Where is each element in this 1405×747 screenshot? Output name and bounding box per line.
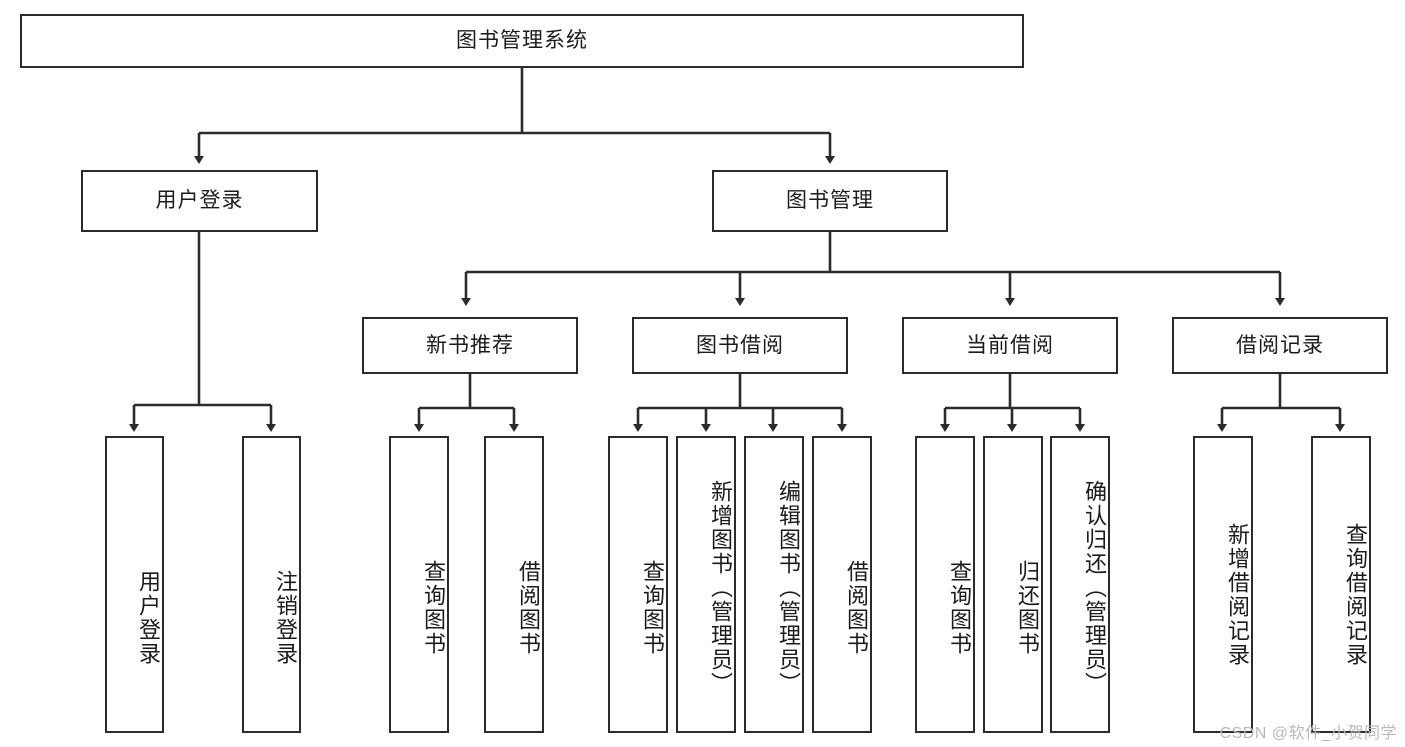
leaf-confirm-return-admin[interactable]: 确认归还（管理员） (1050, 436, 1110, 733)
node-label: 注销登录 (273, 569, 298, 666)
node-borrow-record[interactable]: 借阅记录 (1172, 317, 1388, 374)
node-label: 查询图书 (640, 559, 665, 656)
leaf-query-book-1[interactable]: 查询图书 (389, 436, 449, 733)
node-label: 图书管理系统 (456, 29, 588, 53)
node-label: 查询借阅记录 (1343, 522, 1368, 667)
node-label: 图书管理 (786, 189, 874, 213)
leaf-query-borrow-record[interactable]: 查询借阅记录 (1311, 436, 1371, 733)
leaf-add-book-admin[interactable]: 新增图书（管理员） (676, 436, 736, 733)
node-label: 用户登录 (136, 569, 161, 666)
leaf-query-book-2[interactable]: 查询图书 (608, 436, 668, 733)
leaf-borrow-book-1[interactable]: 借阅图书 (484, 436, 544, 733)
leaf-return-book[interactable]: 归还图书 (983, 436, 1043, 733)
node-user-login[interactable]: 用户登录 (81, 170, 318, 232)
node-label: 借阅记录 (1236, 333, 1324, 357)
leaf-add-borrow-record[interactable]: 新增借阅记录 (1193, 436, 1253, 733)
node-current-borrow[interactable]: 当前借阅 (902, 317, 1118, 374)
node-label: 图书借阅 (696, 333, 784, 357)
leaf-borrow-book-2[interactable]: 借阅图书 (812, 436, 872, 733)
leaf-edit-book-admin[interactable]: 编辑图书（管理员） (744, 436, 804, 733)
node-book-borrow[interactable]: 图书借阅 (632, 317, 848, 374)
leaf-user-login[interactable]: 用户登录 (105, 436, 164, 733)
node-label: 编辑图书（管理员） (776, 479, 801, 696)
node-label: 借阅图书 (516, 559, 541, 656)
leaf-logout-login[interactable]: 注销登录 (242, 436, 301, 733)
node-label: 新增借阅记录 (1225, 522, 1250, 667)
node-book-management-system[interactable]: 图书管理系统 (20, 14, 1024, 68)
node-label: 查询图书 (947, 559, 972, 656)
node-label: 借阅图书 (844, 559, 869, 656)
node-book-management[interactable]: 图书管理 (712, 170, 948, 232)
csdn-watermark: CSDN @软件_小贺同学 (1219, 725, 1397, 742)
node-label: 归还图书 (1015, 559, 1040, 656)
node-label: 新书推荐 (426, 333, 514, 357)
node-label: 用户登录 (155, 189, 244, 213)
node-label: 新增图书（管理员） (708, 479, 733, 696)
node-label: 确认归还（管理员） (1082, 479, 1107, 696)
node-label: 查询图书 (421, 559, 446, 656)
leaf-query-book-3[interactable]: 查询图书 (915, 436, 975, 733)
node-label: 当前借阅 (966, 333, 1054, 357)
node-new-book-recommend[interactable]: 新书推荐 (362, 317, 578, 374)
